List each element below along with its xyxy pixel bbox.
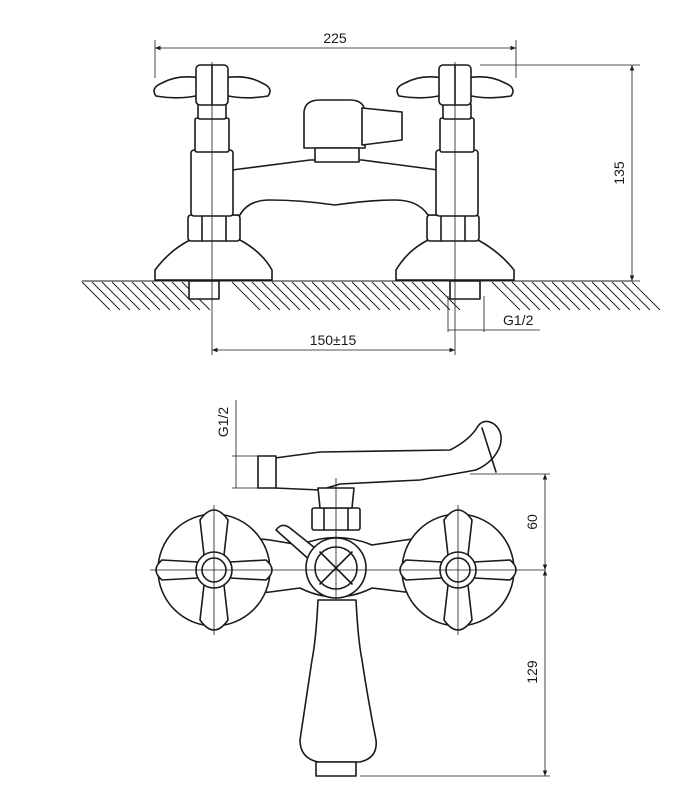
hatch-line: [421, 281, 451, 311]
hatch-line: [171, 281, 201, 311]
hatch-line: [401, 281, 431, 311]
hatch-line: [541, 281, 571, 311]
hatch-line: [611, 281, 641, 311]
dim-spout-offset: 60: [470, 473, 550, 570]
hatch-line: [361, 281, 391, 311]
hatch-line: [91, 281, 121, 311]
hatch-line: [371, 281, 401, 311]
hatch-line: [271, 281, 301, 311]
hatch-line: [501, 281, 531, 311]
right-pipe-stub: [449, 280, 481, 300]
hatch-line: [591, 281, 621, 311]
hatch-line: [621, 281, 651, 311]
hatch-line: [131, 281, 161, 311]
hatch-line: [381, 281, 411, 311]
spout-arm: [257, 420, 502, 491]
diverter-spout: [303, 99, 403, 163]
dim-center-distance-label: 150±15: [310, 332, 357, 348]
hatch-line: [281, 281, 311, 311]
hatch-line: [81, 281, 111, 311]
hatch-line: [511, 281, 541, 311]
hatch-line: [311, 281, 341, 311]
hatch-line: [101, 281, 131, 311]
top-view: G1/2 60 129: [150, 400, 550, 777]
dim-thread-top-label: G1/2: [215, 407, 231, 438]
hatch-line: [301, 281, 331, 311]
hatch-line: [331, 281, 361, 311]
dim-center-distance: 150±15: [212, 332, 455, 353]
bridge-body: [231, 159, 439, 216]
dim-thread-top: G1/2: [215, 400, 276, 489]
hatch-line: [561, 281, 591, 311]
hatch-line: [631, 281, 661, 311]
hatch-line: [351, 281, 381, 311]
dim-thread-side-label: G1/2: [503, 312, 534, 328]
hatch-line: [261, 281, 291, 311]
wall-hatching: [81, 280, 661, 311]
dim-lower-length: 129: [360, 570, 550, 777]
hatch-line: [251, 281, 281, 311]
dim-height: 135: [480, 64, 640, 282]
hatch-line: [551, 281, 581, 311]
lower-body: [299, 599, 377, 763]
hatch-line: [341, 281, 371, 311]
hatch-line: [141, 281, 171, 311]
hatch-line: [581, 281, 611, 311]
hatch-line: [111, 281, 141, 311]
hatch-line: [601, 281, 631, 311]
dim-thread-side: G1/2: [447, 296, 540, 332]
hatch-line: [571, 281, 601, 311]
lower-outlet: [315, 761, 357, 777]
right-hex-nut: [426, 214, 480, 242]
hatch-line: [161, 281, 191, 311]
hatch-line: [491, 281, 521, 311]
hatch-line: [151, 281, 181, 311]
front-view: 225 135 150±15 G1/2: [81, 30, 661, 355]
hatch-line: [231, 281, 261, 311]
dim-lower-length-label: 129: [524, 660, 540, 684]
left-pipe-stub: [188, 280, 220, 300]
hatch-line: [521, 281, 551, 311]
dim-overall-width: 225: [154, 30, 517, 78]
hatch-line: [411, 281, 441, 311]
left-escutcheon: [154, 239, 273, 281]
hatch-line: [121, 281, 151, 311]
hatch-line: [391, 281, 421, 311]
hatch-line: [241, 281, 271, 311]
left-hex-nut: [187, 214, 241, 242]
hatch-line: [531, 281, 561, 311]
dim-height-label: 135: [611, 161, 627, 185]
dim-overall-width-label: 225: [323, 30, 347, 46]
hatch-line: [321, 281, 351, 311]
right-column: [435, 102, 479, 217]
dim-spout-offset-label: 60: [524, 514, 540, 530]
hatch-line: [291, 281, 321, 311]
